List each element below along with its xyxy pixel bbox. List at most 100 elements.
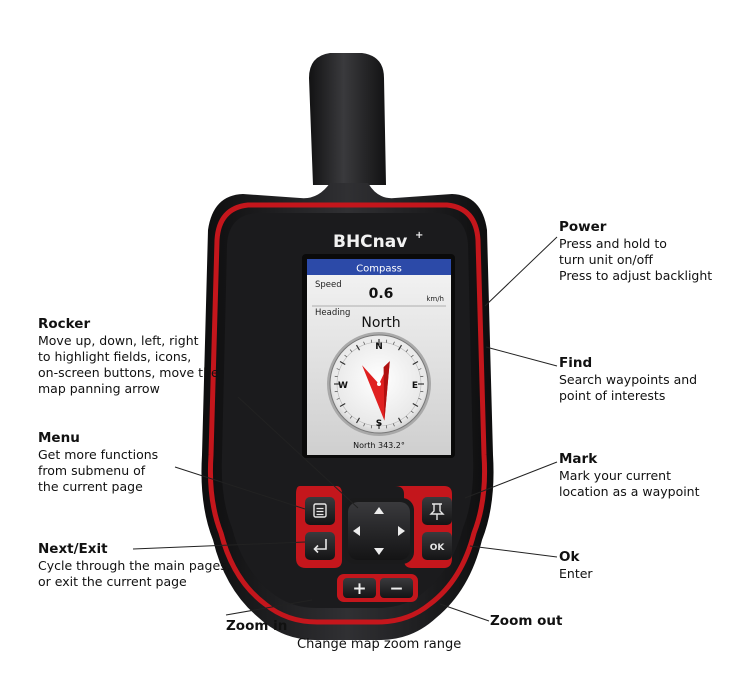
dial-tick	[397, 417, 403, 424]
menu-line: Get more functions	[38, 447, 159, 462]
rocker-callout: Rocker Move up, down, left, right to hig…	[38, 316, 219, 397]
dial-tick	[336, 368, 340, 370]
zoom-in-callout: Zoom in	[226, 618, 288, 634]
find-title: Find	[559, 355, 593, 371]
dial-tick	[385, 339, 388, 343]
zoom-caption: Change map zoom range	[297, 637, 462, 652]
rocker-left-icon[interactable]	[353, 526, 360, 536]
heading-value: North	[361, 315, 400, 331]
dial-tick	[418, 368, 422, 370]
dial-label-s: S	[376, 419, 382, 429]
dial-label-e: E	[412, 381, 418, 391]
dial-tick	[363, 341, 365, 345]
find-leader-line	[485, 346, 558, 367]
dial-tick	[339, 360, 346, 366]
next-exit-button[interactable]	[305, 532, 335, 560]
rocker-right-icon[interactable]	[398, 526, 405, 536]
antenna	[309, 53, 386, 185]
zoom-in-leader-line	[225, 599, 313, 616]
brand-plus: +	[415, 230, 423, 241]
ok-button-label: OK	[430, 543, 446, 553]
power-leader-line	[484, 236, 558, 307]
next-exit-title: Next/Exit	[38, 541, 108, 557]
dial-tick	[393, 423, 395, 427]
zoom-out-leader-line	[439, 603, 490, 622]
compass-dial: N E S W	[327, 332, 431, 436]
screen-title-bar	[307, 259, 451, 275]
heading-label: Heading	[315, 308, 350, 318]
zoom-in-button[interactable]: +	[343, 578, 376, 599]
power-callout: Power Press and hold to turn unit on/off…	[559, 219, 712, 284]
callout-lines	[132, 236, 558, 622]
dial-tick	[410, 354, 414, 358]
dial-tick	[344, 354, 348, 358]
dial-tick	[418, 398, 422, 400]
dial-ticks	[334, 339, 424, 429]
find-line: Search waypoints and	[559, 372, 698, 387]
power-line: Press to adjust backlight	[559, 268, 713, 283]
dial-tick	[420, 375, 424, 378]
menu-button[interactable]	[305, 497, 335, 525]
mark-line: Mark your current	[559, 468, 671, 483]
rocker-line: map panning arrow	[38, 381, 160, 396]
rocker-pad[interactable]	[344, 498, 414, 564]
dial-tick	[410, 410, 414, 414]
find-line: point of interests	[559, 388, 666, 403]
dial-tick	[370, 425, 373, 429]
rocker-leader-line	[237, 396, 359, 509]
mark-callout: Mark Mark your current location as a way…	[559, 451, 700, 500]
power-line: Press and hold to	[559, 236, 667, 251]
ok-button[interactable]: OK	[422, 532, 452, 560]
dial-tick	[355, 344, 361, 351]
zoom-in-glyph: +	[352, 579, 366, 599]
ok-line: Enter	[559, 566, 593, 581]
dial-tick	[344, 410, 348, 414]
dial-tick	[412, 402, 419, 408]
dial-tick	[412, 360, 419, 366]
dial-tick	[334, 375, 338, 378]
dial-tick	[339, 402, 346, 408]
screen-title: Compass	[356, 264, 402, 275]
rocker-down-icon[interactable]	[374, 548, 384, 555]
menu-icon	[313, 503, 327, 518]
compass-needle	[362, 361, 390, 421]
dial-tick	[349, 415, 353, 419]
menu-leader-line	[174, 466, 306, 510]
next-exit-line: or exit the current page	[38, 574, 187, 589]
find-callout: Find Search waypoints and point of inter…	[559, 355, 697, 404]
zoom-out-glyph: −	[389, 579, 403, 599]
menu-title: Menu	[38, 430, 80, 446]
rocker-line: on-screen buttons, move the	[38, 365, 219, 380]
dial-tick	[397, 344, 403, 351]
mark-title: Mark	[559, 451, 598, 467]
ok-leader-line	[469, 545, 558, 558]
screen-footer: North 343.2°	[353, 441, 405, 450]
next-exit-leader-line	[132, 541, 306, 550]
rocker-line: to highlight fields, icons,	[38, 349, 192, 364]
dial-tick	[393, 341, 395, 345]
dial-tick	[385, 425, 388, 429]
menu-callout: Menu Get more functions from submenu of …	[38, 430, 158, 495]
mark-button[interactable]	[422, 497, 452, 525]
speed-unit: km/h	[426, 295, 444, 303]
zoom-out-callout: Zoom out	[490, 613, 563, 629]
next-exit-callout: Next/Exit Cycle through the main pages, …	[38, 541, 231, 590]
dial-label-w: W	[338, 381, 348, 391]
next-exit-line: Cycle through the main pages,	[38, 558, 231, 573]
brand-logo: BHCnav	[333, 232, 407, 252]
rocker-title: Rocker	[38, 316, 91, 332]
pushpin-icon	[429, 503, 445, 520]
rocker-line: Move up, down, left, right	[38, 333, 199, 348]
return-arrow-icon	[313, 539, 327, 554]
zoom-out-button[interactable]: −	[380, 578, 413, 599]
menu-line: the current page	[38, 479, 143, 494]
ok-title: Ok	[559, 549, 580, 565]
speed-label: Speed	[315, 280, 342, 290]
dial-tick	[355, 417, 361, 424]
mark-leader-line	[464, 461, 558, 499]
dial-tick	[405, 349, 409, 353]
ok-callout: Ok Enter	[559, 549, 593, 582]
rocker-up-icon[interactable]	[374, 507, 384, 514]
dial-tick	[420, 390, 424, 393]
